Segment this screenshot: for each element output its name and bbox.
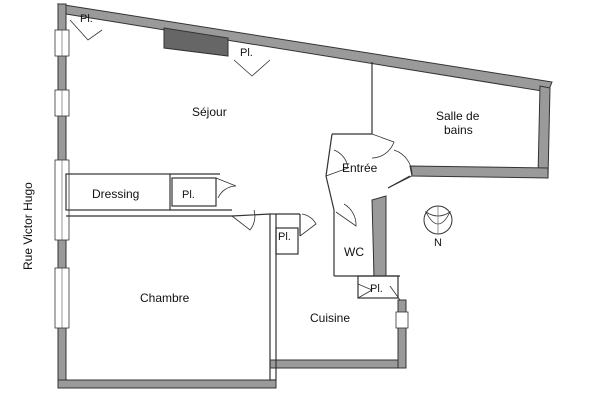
street-label: Rue Victor Hugo xyxy=(21,182,35,270)
room-label-entree: Entrée xyxy=(342,161,378,175)
room-label-salle-de-bains-line2: bains xyxy=(444,123,473,137)
room-label-sejour: Séjour xyxy=(192,105,227,119)
room-label-dressing: Dressing xyxy=(92,187,139,201)
placard-label-cuisine: Pl. xyxy=(370,283,383,295)
compass-north-label: N xyxy=(434,237,442,249)
partitions xyxy=(65,62,411,381)
placard-label-top-left: Pl. xyxy=(80,13,93,25)
room-label-wc: WC xyxy=(344,245,364,259)
north-compass-icon: N xyxy=(423,205,453,249)
placard-label-sejour: Pl. xyxy=(240,47,253,59)
room-label-cuisine: Cuisine xyxy=(310,311,350,325)
placard-label-corridor: Pl. xyxy=(278,231,291,243)
placard-label-dressing: Pl. xyxy=(182,189,195,201)
room-label-salle-de-bains-line1: Salle de xyxy=(436,109,480,123)
room-label-chambre: Chambre xyxy=(140,291,190,305)
doors xyxy=(69,19,413,329)
